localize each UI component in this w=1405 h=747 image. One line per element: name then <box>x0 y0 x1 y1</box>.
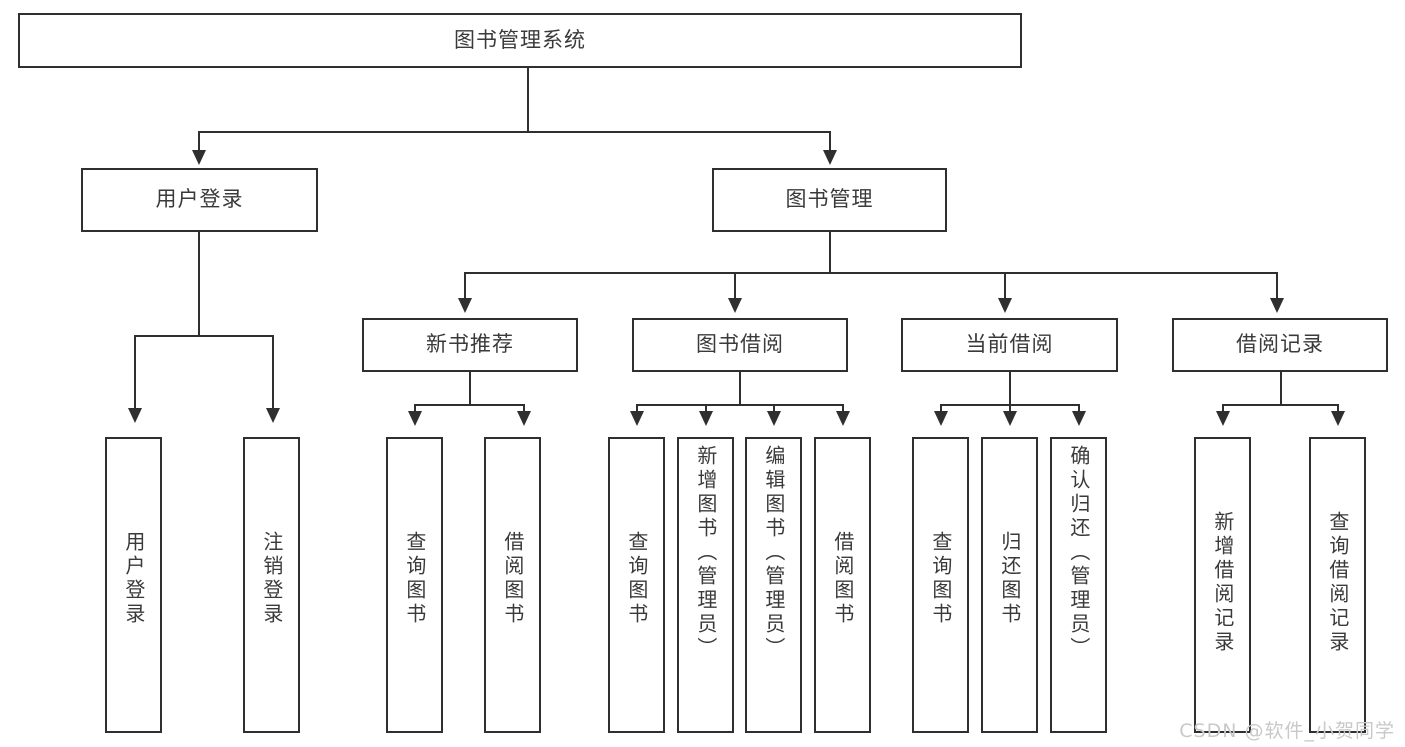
node-leaf-query-book-recommend[interactable]: 查询图书 <box>386 437 443 733</box>
arrowhead-records-query <box>1331 411 1345 426</box>
node-leaf-borrow-book-recommend[interactable]: 借阅图书 <box>484 437 541 733</box>
connector-user-login-left <box>134 335 136 410</box>
node-borrow-records[interactable]: 借阅记录 <box>1172 318 1388 372</box>
node-new-book-recommend[interactable]: 新书推荐 <box>362 318 578 372</box>
connector-borrow-bar <box>636 404 844 406</box>
node-current-borrow[interactable]: 当前借阅 <box>901 318 1118 372</box>
connector-records-right <box>1337 404 1339 413</box>
connector-user-login-right <box>272 335 274 410</box>
connector-records-stem <box>1280 372 1282 405</box>
node-label: 新增图书（管理员） <box>693 445 718 661</box>
arrowhead-recommend-borrow <box>517 411 531 426</box>
node-root-book-management-system[interactable]: 图书管理系统 <box>18 13 1022 68</box>
node-label: 借阅图书 <box>500 531 525 627</box>
node-label: 用户登录 <box>155 187 244 212</box>
node-label: 借阅记录 <box>1236 332 1324 357</box>
node-label: 查询图书 <box>624 531 649 627</box>
node-label: 归还图书 <box>997 531 1022 627</box>
arrowhead-borrow-lend <box>836 411 850 426</box>
arrowhead-borrow-records <box>1270 298 1284 313</box>
arrowhead-user-login <box>192 150 206 165</box>
node-label: 查询借阅记录 <box>1325 511 1350 655</box>
connector-borrow-c3 <box>773 404 775 413</box>
connector-user-login-bar <box>134 335 274 337</box>
node-leaf-lend-book[interactable]: 借阅图书 <box>814 437 871 733</box>
connector-current-c1 <box>940 404 942 413</box>
node-leaf-user-login[interactable]: 用户登录 <box>105 437 162 733</box>
node-label: 图书管理 <box>785 187 874 212</box>
arrowhead-leaf-user-login <box>128 408 142 423</box>
connector-borrow-c2 <box>705 404 707 413</box>
connector-book-management-stem <box>829 232 831 273</box>
connector-recommend-right <box>523 404 525 413</box>
arrowhead-new-book-recommend <box>458 298 472 313</box>
arrowhead-borrow-add <box>699 411 713 426</box>
connector-borrow-c1 <box>636 404 638 413</box>
arrowhead-current-confirm <box>1072 411 1086 426</box>
arrowhead-current-return <box>1003 411 1017 426</box>
node-book-borrow[interactable]: 图书借阅 <box>632 318 848 372</box>
node-leaf-query-book-current[interactable]: 查询图书 <box>912 437 969 733</box>
connector-records-left <box>1222 404 1224 413</box>
node-leaf-return-book[interactable]: 归还图书 <box>981 437 1038 733</box>
node-leaf-query-borrow-record[interactable]: 查询借阅记录 <box>1309 437 1366 733</box>
arrowhead-leaf-logout <box>266 408 280 423</box>
connector-bm-to-borrow <box>734 272 736 300</box>
connector-root-bar <box>198 131 831 133</box>
node-label: 新增借阅记录 <box>1210 511 1235 655</box>
node-label: 编辑图书（管理员） <box>761 445 786 661</box>
node-leaf-confirm-return-admin[interactable]: 确认归还（管理员） <box>1050 437 1107 733</box>
connector-recommend-stem <box>469 372 471 405</box>
node-book-management[interactable]: 图书管理 <box>712 168 947 232</box>
arrowhead-records-add <box>1216 411 1230 426</box>
connector-book-management-bar <box>464 272 1276 274</box>
node-label: 注销登录 <box>259 531 284 627</box>
connector-bm-to-current <box>1004 272 1006 300</box>
node-user-login[interactable]: 用户登录 <box>81 168 318 232</box>
arrowhead-current-borrow <box>998 298 1012 313</box>
node-leaf-add-borrow-record[interactable]: 新增借阅记录 <box>1194 437 1251 733</box>
connector-bm-to-records <box>1276 272 1278 300</box>
node-label: 用户登录 <box>121 531 146 627</box>
connector-current-stem <box>1009 372 1011 405</box>
node-leaf-edit-book-admin[interactable]: 编辑图书（管理员） <box>745 437 802 733</box>
node-leaf-query-book-borrow[interactable]: 查询图书 <box>608 437 665 733</box>
node-label: 查询图书 <box>928 531 953 627</box>
connector-root-to-book-management <box>829 131 831 153</box>
node-leaf-add-book-admin[interactable]: 新增图书（管理员） <box>677 437 734 733</box>
connector-root-to-user-login <box>198 131 200 153</box>
arrowhead-recommend-query <box>408 411 422 426</box>
node-label: 图书管理系统 <box>454 27 586 52</box>
arrowhead-borrow-query <box>630 411 644 426</box>
node-label: 图书借阅 <box>696 332 784 357</box>
connector-current-c2 <box>1009 404 1011 413</box>
connector-recommend-left <box>414 404 416 413</box>
node-label: 借阅图书 <box>830 531 855 627</box>
node-label: 新书推荐 <box>426 332 514 357</box>
arrowhead-borrow-edit <box>767 411 781 426</box>
connector-borrow-c4 <box>842 404 844 413</box>
node-label: 查询图书 <box>402 531 427 627</box>
node-leaf-logout[interactable]: 注销登录 <box>243 437 300 733</box>
connector-current-c3 <box>1078 404 1080 413</box>
connector-borrow-stem <box>739 372 741 405</box>
node-label: 当前借阅 <box>965 332 1054 357</box>
connector-records-bar <box>1222 404 1339 406</box>
connector-recommend-bar <box>414 404 525 406</box>
connector-bm-to-new-book <box>464 272 466 300</box>
arrowhead-book-borrow <box>728 298 742 313</box>
arrowhead-current-query <box>934 411 948 426</box>
connector-user-login-stem <box>198 232 200 336</box>
node-label: 确认归还（管理员） <box>1066 445 1091 661</box>
arrowhead-book-management <box>823 150 837 165</box>
connector-root-stem <box>527 68 529 132</box>
